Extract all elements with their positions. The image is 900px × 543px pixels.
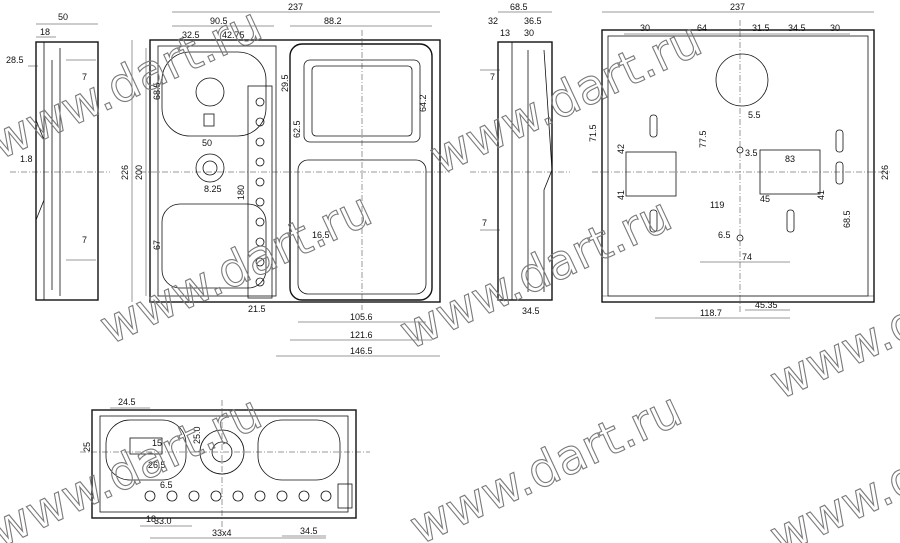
dim-side-front: 18 bbox=[40, 27, 50, 37]
bottom-terminals bbox=[144, 490, 332, 502]
dim-front-hole: 16.5 bbox=[312, 230, 330, 240]
dim-side-lip: 28.5 bbox=[6, 55, 24, 65]
dim-rside-depth: 34.5 bbox=[522, 306, 540, 316]
dim-side-wall: 1.8 bbox=[20, 154, 33, 164]
dim-front-bottom-1: 105.6 bbox=[350, 312, 373, 322]
dim-bottom-d: 26.5 bbox=[148, 460, 166, 470]
dim-side-bottom-offset: 7 bbox=[82, 235, 87, 245]
front-view: 237 90.5 88.2 32.5 42.75 68.5 29.5 64.2 … bbox=[120, 2, 450, 357]
dim-bottom-e: 25.0 bbox=[192, 426, 202, 444]
dim-bottom-c: 15 bbox=[152, 438, 162, 448]
dim-side-width: 50 bbox=[58, 12, 68, 22]
watermark-1: www.dart.ru bbox=[0, 0, 270, 171]
watermark-8: www.dart.ru bbox=[761, 392, 900, 543]
dim-back-s: 118.7 bbox=[700, 308, 722, 318]
dim-back-b: 64 bbox=[697, 23, 707, 33]
dim-front-lower: 62.5 bbox=[292, 120, 302, 138]
dim-front-bottom-2: 121.6 bbox=[350, 330, 373, 340]
side-view-right: 68.5 32 36.5 13 30 7 7 34.5 bbox=[470, 2, 570, 316]
dim-front-left-section: 90.5 bbox=[210, 16, 228, 26]
dim-back-d: 34.5 bbox=[788, 23, 806, 33]
dim-bottom-f: 6.5 bbox=[160, 480, 173, 490]
watermark-4: www.dart.ru bbox=[391, 187, 680, 361]
dim-back-h: 5.5 bbox=[748, 110, 761, 120]
dim-back-p: 68.5 bbox=[842, 210, 852, 228]
dim-back-e: 30 bbox=[830, 23, 840, 33]
dim-back-i: 42 bbox=[616, 144, 626, 154]
dim-back-r: 74 bbox=[742, 252, 752, 262]
dim-front-bottom-3: 146.5 bbox=[350, 346, 373, 356]
dim-bottom-h: 33.0 bbox=[154, 516, 172, 526]
side-view-left: 50 18 28.5 7 7 1.8 bbox=[6, 12, 110, 301]
dim-bottom-i: 33x4 bbox=[212, 528, 232, 538]
dim-front-knob-r: 8.25 bbox=[204, 184, 222, 194]
dim-front-strip-width: 21.5 bbox=[248, 304, 266, 314]
back-view: 237 30 64 31.5 34.5 30 71.5 77.5 5.5 42 … bbox=[588, 2, 890, 319]
dim-back-k: 83 bbox=[785, 154, 795, 164]
dim-front-strip-height: 180 bbox=[236, 185, 246, 200]
dim-back-f: 71.5 bbox=[588, 124, 598, 142]
dim-rside-a: 32 bbox=[488, 16, 498, 26]
dim-back-width: 237 bbox=[730, 2, 745, 12]
dim-front-window-height: 64.2 bbox=[418, 94, 428, 112]
dim-front-a: 32.5 bbox=[182, 30, 200, 40]
dim-back-t: 45.35 bbox=[755, 300, 778, 310]
dim-back-l: 41 bbox=[616, 190, 626, 200]
dim-rside-bottom: 7 bbox=[482, 218, 487, 228]
dim-bottom-a: 24.5 bbox=[118, 397, 136, 407]
dim-bottom-g: 18 bbox=[146, 514, 156, 524]
dim-rside-d: 30 bbox=[524, 28, 534, 38]
watermark-3: www.dart.ru bbox=[421, 12, 710, 186]
dim-front-lower-cover: 67 bbox=[152, 240, 162, 250]
dim-bottom-b: 25 bbox=[82, 442, 92, 452]
dim-front-width: 237 bbox=[288, 2, 303, 12]
dim-back-o: 41 bbox=[816, 190, 826, 200]
dim-side-top-offset: 7 bbox=[82, 72, 87, 82]
dim-rside-b: 36.5 bbox=[524, 16, 542, 26]
dim-front-cover-height: 68.5 bbox=[152, 82, 162, 100]
dim-back-n: 45 bbox=[760, 194, 770, 204]
bottom-view: 24.5 25 15 26.5 25.0 6.5 18 33.0 33x4 34… bbox=[80, 397, 370, 539]
dim-front-b: 42.75 bbox=[222, 30, 245, 40]
dim-back-m: 119 bbox=[710, 200, 724, 210]
terminal-screws bbox=[255, 97, 265, 287]
dim-front-strip-top: 29.5 bbox=[280, 74, 290, 92]
dim-back-j: 3.5 bbox=[745, 148, 758, 158]
dim-front-window-width: 88.2 bbox=[324, 16, 342, 26]
dim-back-height: 226 bbox=[880, 165, 890, 180]
dim-rside-top: 7 bbox=[490, 72, 495, 82]
dim-rside-c: 13 bbox=[500, 28, 510, 38]
watermark-5: www.dart.ru bbox=[0, 385, 270, 543]
dim-front-height-total: 226 bbox=[120, 165, 130, 180]
dim-back-q: 6.5 bbox=[718, 230, 731, 240]
dim-front-knob: 50 bbox=[202, 138, 212, 148]
watermark-2: www.dart.ru bbox=[91, 182, 380, 356]
watermark-6: www.dart.ru bbox=[401, 382, 690, 543]
dim-back-a: 30 bbox=[640, 23, 650, 33]
dim-back-g: 77.5 bbox=[698, 130, 708, 148]
dim-back-c: 31.5 bbox=[752, 23, 770, 33]
dim-bottom-j: 34.5 bbox=[300, 526, 318, 536]
dim-rside-width: 68.5 bbox=[510, 2, 528, 12]
mounting-slots bbox=[649, 114, 844, 233]
watermark-7: www.dart.ru bbox=[761, 237, 900, 411]
dim-front-height-inner: 200 bbox=[134, 165, 144, 180]
